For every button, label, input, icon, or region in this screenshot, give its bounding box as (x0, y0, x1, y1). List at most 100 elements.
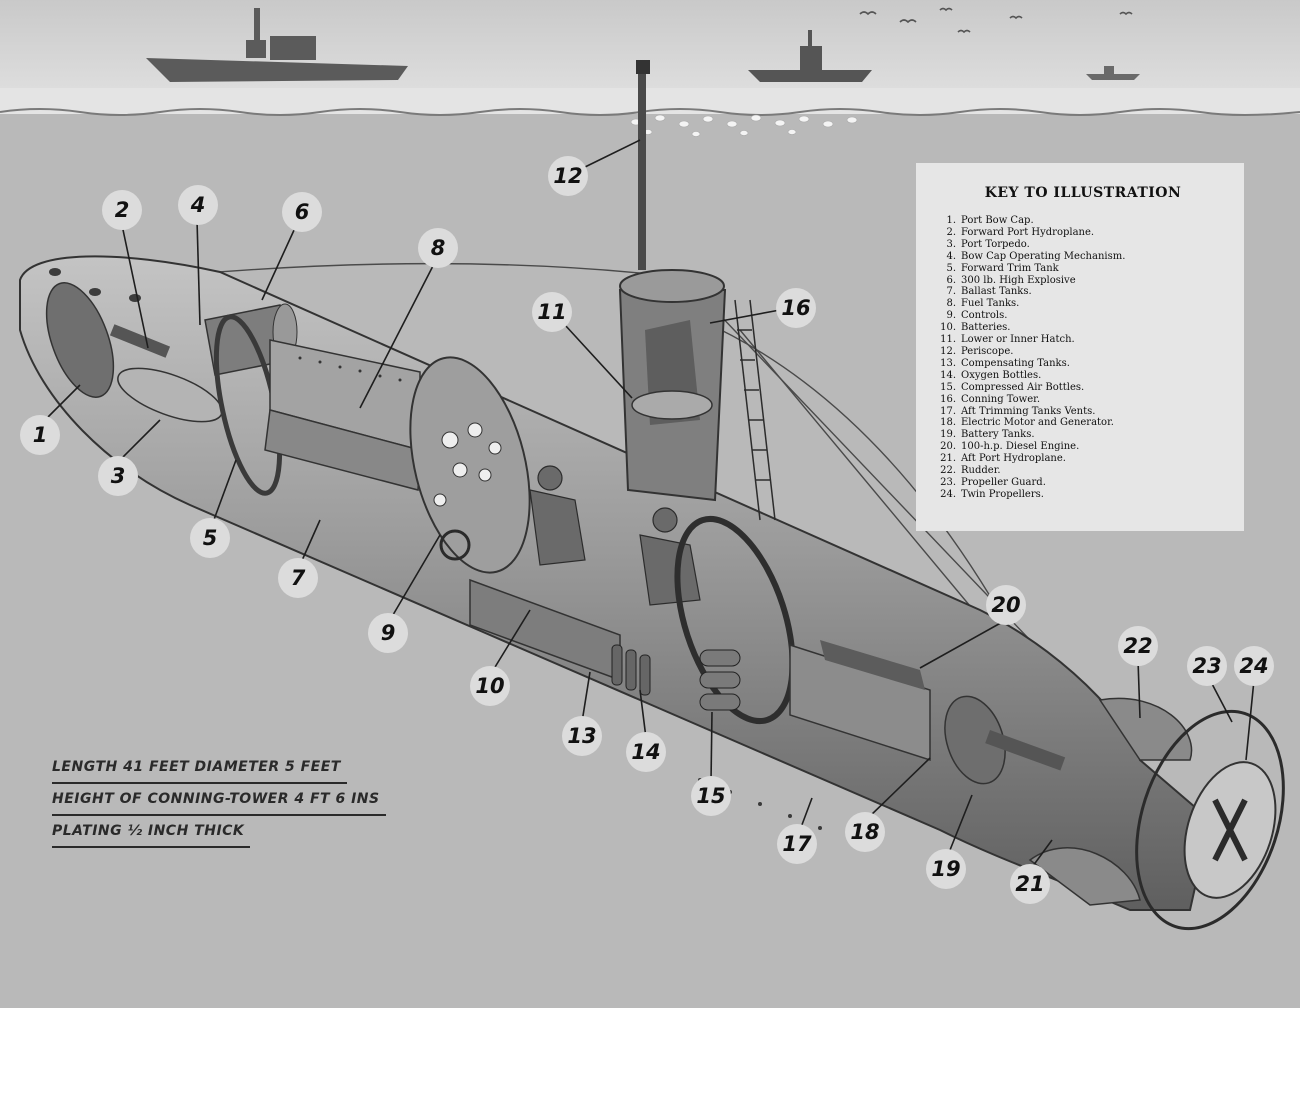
dimensions-note: LENGTH 41 FEET DIAMETER 5 FEET HEIGHT OF… (52, 752, 386, 848)
key-item-label: Controls. (961, 310, 1008, 322)
callout-22: 22 (1118, 626, 1158, 666)
key-item: 23.Propeller Guard. (936, 477, 1230, 489)
key-item: 22. Rudder. (936, 465, 1230, 477)
callout-9: 9 (368, 613, 408, 653)
key-item-label: Port Torpedo. (961, 238, 1030, 250)
air-bottles (699, 649, 741, 711)
birds (859, 7, 1133, 34)
key-item-number: 18. (940, 417, 956, 429)
key-item-label: Forward Port Hydroplane. (961, 226, 1095, 238)
key-item-number: 21. (940, 453, 956, 465)
callout-7: 7 (278, 558, 318, 598)
key-item: 20.100-h.p. Diesel Engine. (936, 441, 1230, 453)
key-item-number: 23. (940, 476, 956, 488)
key-item-number: 7. (946, 286, 956, 298)
conning-tower (618, 269, 727, 502)
rigging-wires (129, 262, 1031, 641)
key-item-number: 9. (946, 310, 956, 322)
key-item-number: 16. (940, 393, 956, 405)
key-item-label: Fuel Tanks. (961, 298, 1020, 310)
key-item-label: Lower or Inner Hatch. (961, 334, 1075, 346)
key-title: KEY TO ILLUSTRATION (984, 185, 1182, 201)
dimensions-line-3: PLATING ½ INCH THICK (52, 816, 251, 848)
key-item: 11. Lower or Inner Hatch. (936, 334, 1230, 346)
key-item-label: Batteries. (961, 322, 1011, 334)
key-item-number: 14. (940, 369, 956, 381)
key-item-number: 8. (946, 298, 956, 310)
key-item: 7. Ballast Tanks. (936, 286, 1230, 298)
propeller-guard (1135, 709, 1285, 931)
diesel-engine (789, 640, 931, 762)
key-item-label: Rudder. (961, 465, 1001, 477)
oxygen-bottles (611, 644, 651, 696)
aft-hydroplane (1028, 847, 1141, 906)
control-wheel (439, 529, 471, 561)
key-item-label: Bow Cap Operating Mechanism. (961, 250, 1126, 262)
key-item-number: 20. (940, 441, 956, 453)
aircraft-carrier-ship (146, 8, 408, 82)
key-item-number: 5. (946, 262, 956, 274)
key-item: 10. Batteries. (936, 322, 1230, 334)
periscope-head (636, 60, 650, 74)
callout-5: 5 (190, 518, 230, 558)
callout-21: 21 (1010, 864, 1050, 904)
key-item-number: 12. (940, 345, 956, 357)
tower-ladder (734, 299, 776, 521)
callout-17: 17 (777, 824, 817, 864)
twin-propellers (1183, 761, 1277, 899)
forward-hydroplane (109, 324, 171, 358)
key-item: 19. Battery Tanks. (936, 429, 1230, 441)
key-item: 5.Forward Trim Tank (936, 263, 1230, 275)
key-item: 15.Compressed Air Bottles. (936, 382, 1230, 394)
key-item-number: 17. (940, 405, 956, 417)
rudder (1098, 697, 1193, 761)
key-item-label: Compressed Air Bottles. (961, 381, 1085, 393)
key-item-number: 24. (940, 488, 956, 500)
aft-bulkhead-ring (674, 515, 796, 725)
callout-11: 11 (532, 292, 572, 332)
callout-4: 4 (178, 185, 218, 225)
key-item: 18. Electric Motor and Generator. (936, 417, 1230, 429)
key-item: 21.Aft Port Hydroplane. (936, 453, 1230, 465)
control-panel-dials (433, 422, 502, 507)
callout-16: 16 (776, 288, 816, 328)
crew-member-pilot (529, 465, 586, 566)
key-item-label: Conning Tower. (961, 393, 1041, 405)
callout-6: 6 (282, 192, 322, 232)
illustration-artwork (0, 0, 1300, 931)
key-item-label: Battery Tanks. (961, 429, 1035, 441)
callout-24: 24 (1234, 646, 1274, 686)
key-item-label: Electric Motor and Generator. (961, 417, 1114, 429)
key-item-number: 3. (946, 238, 956, 250)
destroyer-ship (748, 30, 872, 82)
callout-8: 8 (418, 228, 458, 268)
key-item: 9. Controls. (936, 310, 1230, 322)
key-item-label: Periscope. (961, 345, 1014, 357)
footer-band (0, 1008, 1300, 1097)
key-item: 17.Aft Trimming Tanks Vents. (936, 406, 1230, 418)
key-item: 1.Port Bow Cap. (936, 215, 1230, 227)
key-item-number: 11. (940, 334, 956, 346)
key-item: 4.Bow Cap Operating Mechanism. (936, 251, 1230, 263)
key-item-label: Port Bow Cap. (961, 215, 1034, 226)
key-item-number: 10. (940, 322, 956, 334)
key-item: 8. Fuel Tanks. (936, 298, 1230, 310)
key-item: 3. Port Torpedo. (936, 239, 1230, 251)
key-item-number: 19. (940, 429, 956, 441)
key-item: 24.Twin Propellers. (936, 489, 1230, 501)
periscope-mast (638, 70, 646, 270)
callout-3: 3 (98, 456, 138, 496)
key-item-number: 13. (940, 357, 956, 369)
callout-19: 19 (926, 849, 966, 889)
key-item-number: 2. (946, 226, 956, 238)
key-item: 16. Conning Tower. (936, 394, 1230, 406)
key-item-number: 22. (940, 465, 956, 477)
callout-20: 20 (986, 585, 1026, 625)
submarine-cutaway-illustration: 1 2 3 4 5 6 7 8 9 10 11 12 13 14 15 16 1… (0, 0, 1300, 1008)
key-item: 14.Oxygen Bottles. (936, 370, 1230, 382)
electric-motor (944, 695, 1066, 785)
periscope-wake-bubbles (630, 114, 858, 137)
callout-12: 12 (548, 156, 588, 196)
key-item-label: Ballast Tanks. (961, 286, 1032, 298)
